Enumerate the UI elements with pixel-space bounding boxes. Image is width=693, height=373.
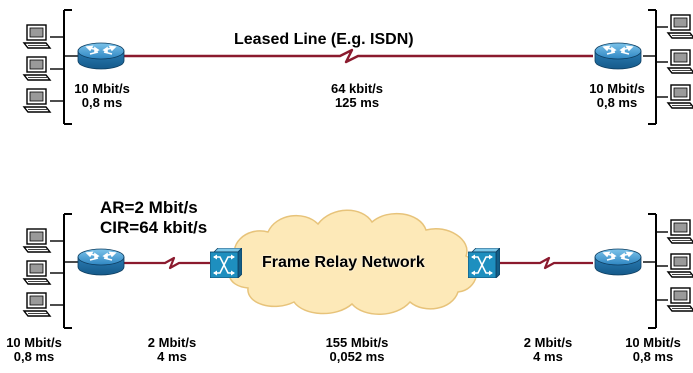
- bottom-left-lan-label: 10 Mbit/s 0,8 ms: [6, 335, 62, 364]
- frame-relay-switch-icon: [210, 248, 242, 278]
- right-access-link: [500, 256, 593, 270]
- router-icon: [594, 42, 642, 70]
- core-network-label: 155 Mbit/s 0,052 ms: [325, 335, 389, 364]
- computer-icon: [667, 84, 693, 109]
- router-icon: [77, 248, 125, 276]
- leased-line-link: [124, 48, 593, 64]
- computer-icon: [23, 228, 51, 253]
- computer-icon: [667, 287, 693, 312]
- access-rate-label: AR=2 Mbit/s: [100, 198, 198, 217]
- bottom-right-lan: [643, 213, 693, 329]
- frame-relay-network-label: Frame Relay Network: [262, 254, 425, 271]
- leased-line-link-label: 64 kbit/s 125 ms: [330, 81, 384, 110]
- computer-icon: [23, 260, 51, 285]
- cir-label: CIR=64 kbit/s: [100, 218, 208, 237]
- computer-icon: [667, 49, 693, 74]
- right-access-label: 2 Mbit/s 4 ms: [523, 335, 573, 364]
- bottom-right-lan-label: 10 Mbit/s 0,8 ms: [625, 335, 681, 364]
- left-access-label: 2 Mbit/s 4 ms: [147, 335, 197, 364]
- top-right-lan-label: 10 Mbit/s 0,8 ms: [589, 81, 645, 110]
- computer-icon: [23, 24, 51, 49]
- top-left-lan: [23, 9, 78, 125]
- leased-line-title: Leased Line (E.g. ISDN): [234, 31, 414, 48]
- computer-icon: [667, 253, 693, 278]
- bottom-left-lan: [23, 213, 78, 329]
- top-right-lan: [643, 9, 693, 125]
- computer-icon: [667, 219, 693, 244]
- router-icon: [77, 42, 125, 70]
- computer-icon: [23, 292, 51, 317]
- left-access-link: [124, 256, 210, 270]
- router-icon: [594, 248, 642, 276]
- frame-relay-switch-icon: [468, 248, 500, 278]
- computer-icon: [23, 56, 51, 81]
- computer-icon: [667, 14, 693, 39]
- computer-icon: [23, 88, 51, 113]
- top-left-lan-label: 10 Mbit/s 0,8 ms: [74, 81, 130, 110]
